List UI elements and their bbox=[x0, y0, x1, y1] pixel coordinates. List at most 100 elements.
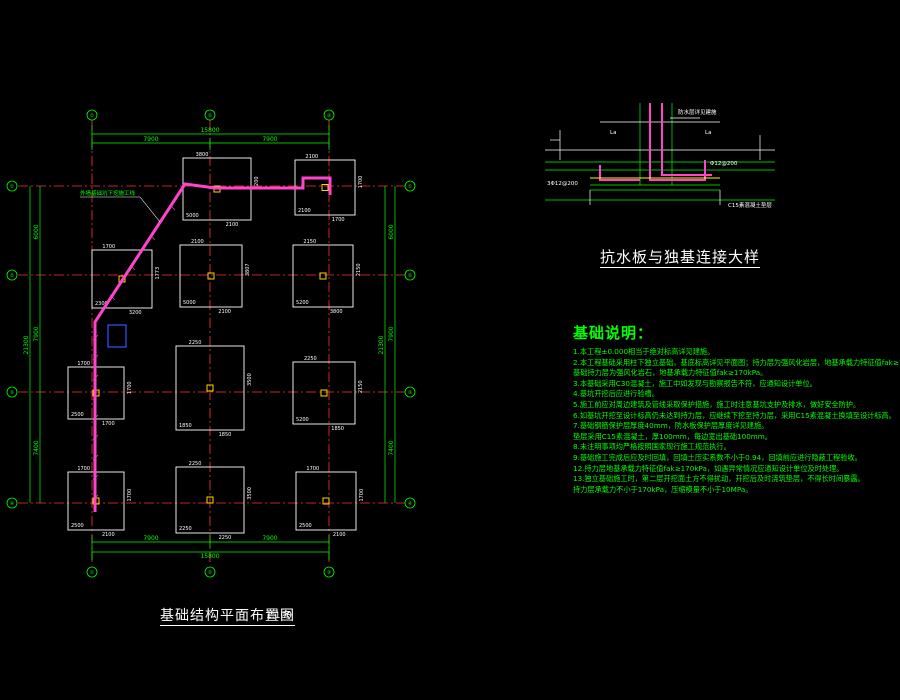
pad-dimension: 3200 bbox=[129, 310, 142, 316]
note-line: 12.持力层地基承载力特征值fak≥170kPa，如遇异常情况应通知设计单位及时… bbox=[573, 463, 844, 473]
pad-dimension: 1700 bbox=[358, 176, 364, 189]
foundation-pads: 3800 2100 3200 5000 2100 1700 1700 2100 1700 3200… bbox=[67, 152, 365, 541]
foundation-pad: 3800 2100 3200 5000 bbox=[182, 152, 260, 228]
dim-right-bay-2: 7900 bbox=[388, 326, 395, 341]
sump-detail bbox=[107, 324, 127, 348]
axis-col-1-bottom: ① bbox=[90, 570, 95, 576]
pad-dimension: 5000 bbox=[186, 213, 199, 219]
dim-top-bay-2: 7900 bbox=[262, 136, 277, 143]
axis-col-1-top: ① bbox=[90, 113, 95, 119]
note-line: 7.基础钢筋保护层厚度40mm，防水板保护层厚度详见建施。 bbox=[573, 421, 769, 431]
pad-dimension: 2100 bbox=[102, 532, 115, 538]
dim-right-bay-1: 6000 bbox=[388, 224, 395, 239]
detail-label-waterproof: 防水层详见建施 bbox=[678, 108, 717, 116]
plan-title: 基础结构平面布置图 bbox=[160, 605, 295, 626]
pad-dimension: 1700 bbox=[77, 466, 90, 472]
axis-row-3-left: ③ bbox=[10, 390, 14, 396]
foundation-pad: 2250 2250 3500 2250 bbox=[175, 461, 253, 541]
pad-dimension: 3800 bbox=[196, 152, 209, 158]
pad-dimension: 2500 bbox=[71, 412, 84, 418]
pad-dimension: 1850 bbox=[219, 432, 232, 438]
pad-dimension: 2150 bbox=[358, 380, 364, 393]
pad-dimension: 5200 bbox=[296, 300, 309, 306]
pad-dimension: 1700 bbox=[332, 217, 345, 223]
column-marker bbox=[206, 384, 214, 392]
pad-dimension: 2250 bbox=[304, 356, 317, 362]
dim-right-bay-3: 7400 bbox=[388, 440, 395, 455]
foundation-pad: 1700 3200 1773 2300 bbox=[91, 244, 161, 316]
column-marker bbox=[319, 272, 327, 280]
note-line: 垫层采用C15素混凝土，厚100mm，每边宽出基础100mm。 bbox=[573, 431, 772, 441]
foundation-pad: 1700 2100 1700 2500 bbox=[295, 466, 365, 538]
note-line: 8.未注明事项均严格按照国家现行施工规范执行。 bbox=[573, 442, 731, 452]
pad-dimension: 3200 bbox=[254, 176, 260, 189]
dim-bottom-bay-2: 7900 bbox=[262, 535, 277, 542]
pad-dimension: 1700 bbox=[102, 244, 115, 250]
note-line: 持力层承载力不小于170kPa，压缩模量不小于10MPa。 bbox=[573, 484, 753, 494]
pad-dimension: 2100 bbox=[298, 208, 311, 214]
axis-row-4-right: ④ bbox=[408, 501, 413, 507]
pit-boundary bbox=[93, 176, 332, 512]
detail-label-la-1: La bbox=[610, 130, 616, 136]
axis-col-3-top: ③ bbox=[327, 113, 331, 119]
dim-left-bay-3: 7400 bbox=[33, 440, 40, 455]
axis-row-1-left: ① bbox=[10, 184, 15, 190]
plan-scale: 1:100 bbox=[266, 611, 292, 621]
pad-dimension: 2250 bbox=[179, 526, 192, 532]
axis-col-2-bottom: ② bbox=[208, 570, 213, 576]
pad-dimension: 2100 bbox=[191, 239, 204, 245]
pad-dimension: 1700 bbox=[127, 381, 133, 394]
pad-dimension: 3500 bbox=[247, 373, 253, 386]
dim-bottom-total: 15800 bbox=[200, 553, 219, 560]
column-marker bbox=[207, 272, 215, 280]
pad-dimension: 2100 bbox=[218, 309, 231, 315]
pad-dimension: 2150 bbox=[356, 263, 362, 276]
column-marker bbox=[320, 389, 328, 397]
pad-dimension: 5000 bbox=[183, 300, 196, 306]
note-line: 4.基坑开挖后应进行验槽。 bbox=[573, 389, 659, 399]
detail-label-cushion: C15素混凝土垫层 bbox=[728, 201, 772, 209]
axis-bubbles bbox=[6, 109, 416, 578]
pad-dimension: 2100 bbox=[226, 222, 239, 228]
pad-dimension: 2500 bbox=[71, 523, 84, 529]
dim-top-total: 15800 bbox=[200, 127, 219, 134]
connection-detail: La La 3Φ12@200 C15素混凝土垫层 防水层详见建施 Φ12@200 bbox=[545, 103, 775, 209]
pad-dimension: 1850 bbox=[179, 423, 192, 429]
axis-row-1-right: ① bbox=[408, 184, 413, 190]
pad-dimension: 1700 bbox=[306, 466, 319, 472]
notes-title: 基础说明： bbox=[573, 324, 654, 342]
note-line: 1.本工程±0.000相当于绝对标高详见建施。 bbox=[573, 347, 715, 356]
pad-dimension: 2300 bbox=[95, 301, 108, 307]
pad-dimension: 2100 bbox=[333, 532, 346, 538]
pad-dimension: 2250 bbox=[189, 461, 202, 467]
axis-col-3-bottom: ③ bbox=[327, 570, 331, 576]
pad-dimension: 1700 bbox=[127, 489, 133, 502]
pad-dimension: 1700 bbox=[359, 489, 365, 502]
axis-row-2-left: ② bbox=[10, 273, 15, 279]
note-line: 6.如基坑开挖至设计标高仍未达到持力层，应继续下挖至持力层，采用C15素混凝土换… bbox=[573, 410, 896, 420]
note-line: 13.独立基础施工时，第二层开挖面土方不得扰动，开挖后及时浇筑垫层，不得长时间暴… bbox=[573, 474, 865, 484]
detail-title: 抗水板与独基连接大样 bbox=[600, 248, 761, 268]
dim-right-total: 21300 bbox=[378, 335, 385, 354]
pad-dimension: 3500 bbox=[247, 487, 253, 500]
dim-left-bay-1: 6000 bbox=[33, 224, 40, 239]
pit-hatch bbox=[92, 204, 176, 501]
axis-row-2-right: ② bbox=[408, 273, 413, 279]
pad-dimension: 2250 bbox=[219, 535, 232, 541]
pad-dimension: 1773 bbox=[155, 267, 161, 280]
pad-dimension: 3800 bbox=[330, 309, 343, 315]
notes-list: 1.本工程±0.000相当于绝对标高详见建施。2.本工程基础采用柱下独立基础，基… bbox=[573, 347, 900, 495]
dim-top-bay-1: 7900 bbox=[143, 136, 158, 143]
dim-left-bay-2: 7900 bbox=[33, 326, 40, 341]
note-line: 基础持力层为强风化岩石，地基承载力特征值fak≥170kPa。 bbox=[573, 368, 768, 378]
pad-dimension: 2100 bbox=[305, 154, 318, 160]
pad-dimension: 1700 bbox=[77, 361, 90, 367]
pad-dimension: 2500 bbox=[299, 523, 312, 529]
axis-row-4-left: ④ bbox=[10, 501, 15, 507]
dimension-lines bbox=[29, 125, 396, 560]
note-line: 3.本基础采用C30混凝土，施工中如发现与勘察报告不符，应通知设计单位。 bbox=[573, 378, 817, 388]
pit-label: 外墙基础坑下挖施工线 bbox=[80, 189, 136, 197]
